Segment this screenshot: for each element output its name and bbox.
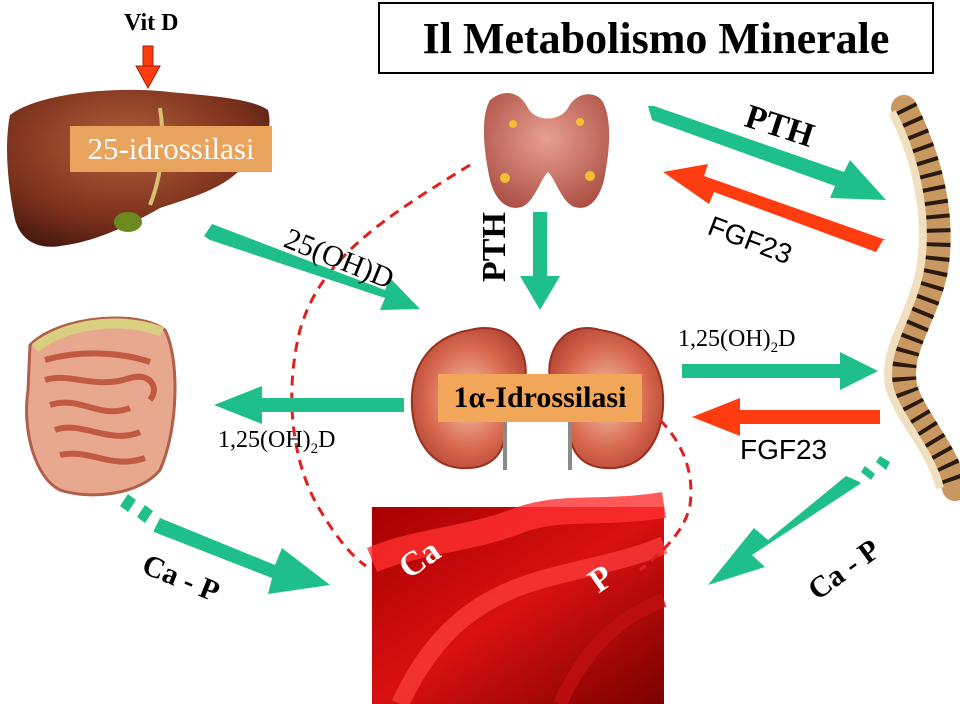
calcitriol-d: D [318,427,336,453]
dashed-feedback-left [290,163,471,568]
arrow-liver-to-kidney [204,224,420,310]
intestine-illustration [25,316,177,497]
arrow-gut-to-blood [120,494,330,594]
liver-enzyme-label: 25-idrossilasi [70,126,272,172]
calcitriol-subscript: 2 [310,440,319,457]
arrow-thyroid-to-kidney [520,212,560,310]
calcitriol-to-gut-label: 1,25(OH)2D [218,427,336,458]
kidney-enzyme-label: 1α-Idrossilasi [438,374,642,422]
calcitriol-text: 1,25(OH) [678,326,771,352]
arrow-kidney-to-gut [214,386,404,424]
vitd-down-arrow [135,45,161,90]
calcitriol-text: 1,25(OH) [218,427,311,453]
calcitriol-to-bone-label: 1,25(OH)2D [678,326,796,357]
arrow-pth-to-bone [648,106,886,200]
fgf23-to-kidney-label: FGF23 [740,434,828,465]
blood-vessels-image [367,492,668,704]
calcitriol-subscript: 2 [770,339,779,356]
page-title: Il Metabolismo Minerale [378,2,934,74]
vit-d-label: Vit D [124,10,179,36]
arrow-bone-to-blood [708,456,890,585]
arrow-kidney-to-bone [682,352,878,390]
spine-illustration [884,95,960,501]
calcitriol-d: D [778,326,796,352]
arrow-fgf23-bone-to-parathyroid [663,164,886,252]
thyroid-illustration [483,93,610,208]
arrow-fgf23-bone-to-kidney [692,398,880,436]
dashed-feedback-right [639,418,693,572]
pth-vertical-label: PTH [476,212,513,282]
